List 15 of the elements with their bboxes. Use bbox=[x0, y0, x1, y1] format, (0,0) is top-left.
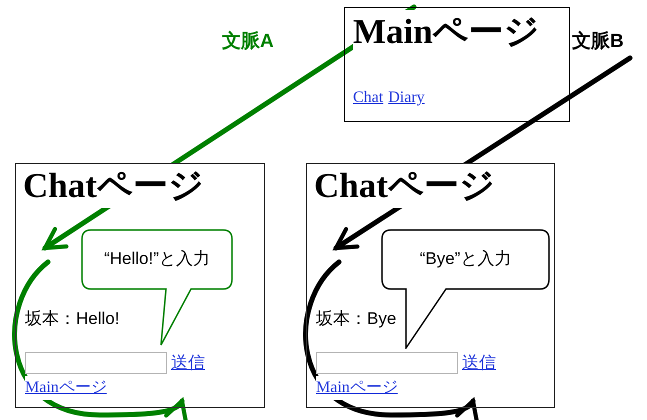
web-page-frame bbox=[306, 163, 555, 408]
link: Diary bbox=[388, 88, 425, 108]
link: Chat bbox=[353, 88, 384, 108]
callout-text: “Hello!”と入力 bbox=[104, 248, 210, 270]
page-heading: Chatページ bbox=[314, 164, 495, 208]
chat-message: 坂本：Hello! bbox=[25, 308, 120, 330]
web-page-frame bbox=[15, 163, 265, 408]
callout-text: “Bye”と入力 bbox=[420, 248, 512, 270]
send-link: 送信 bbox=[171, 352, 205, 374]
page-heading: Chatページ bbox=[23, 164, 204, 208]
link: Mainページ bbox=[25, 376, 107, 400]
link: Mainページ bbox=[316, 376, 398, 400]
chat-message: 坂本：Bye bbox=[316, 308, 396, 330]
web-page-frame bbox=[344, 7, 570, 122]
send-link: 送信 bbox=[462, 352, 496, 374]
